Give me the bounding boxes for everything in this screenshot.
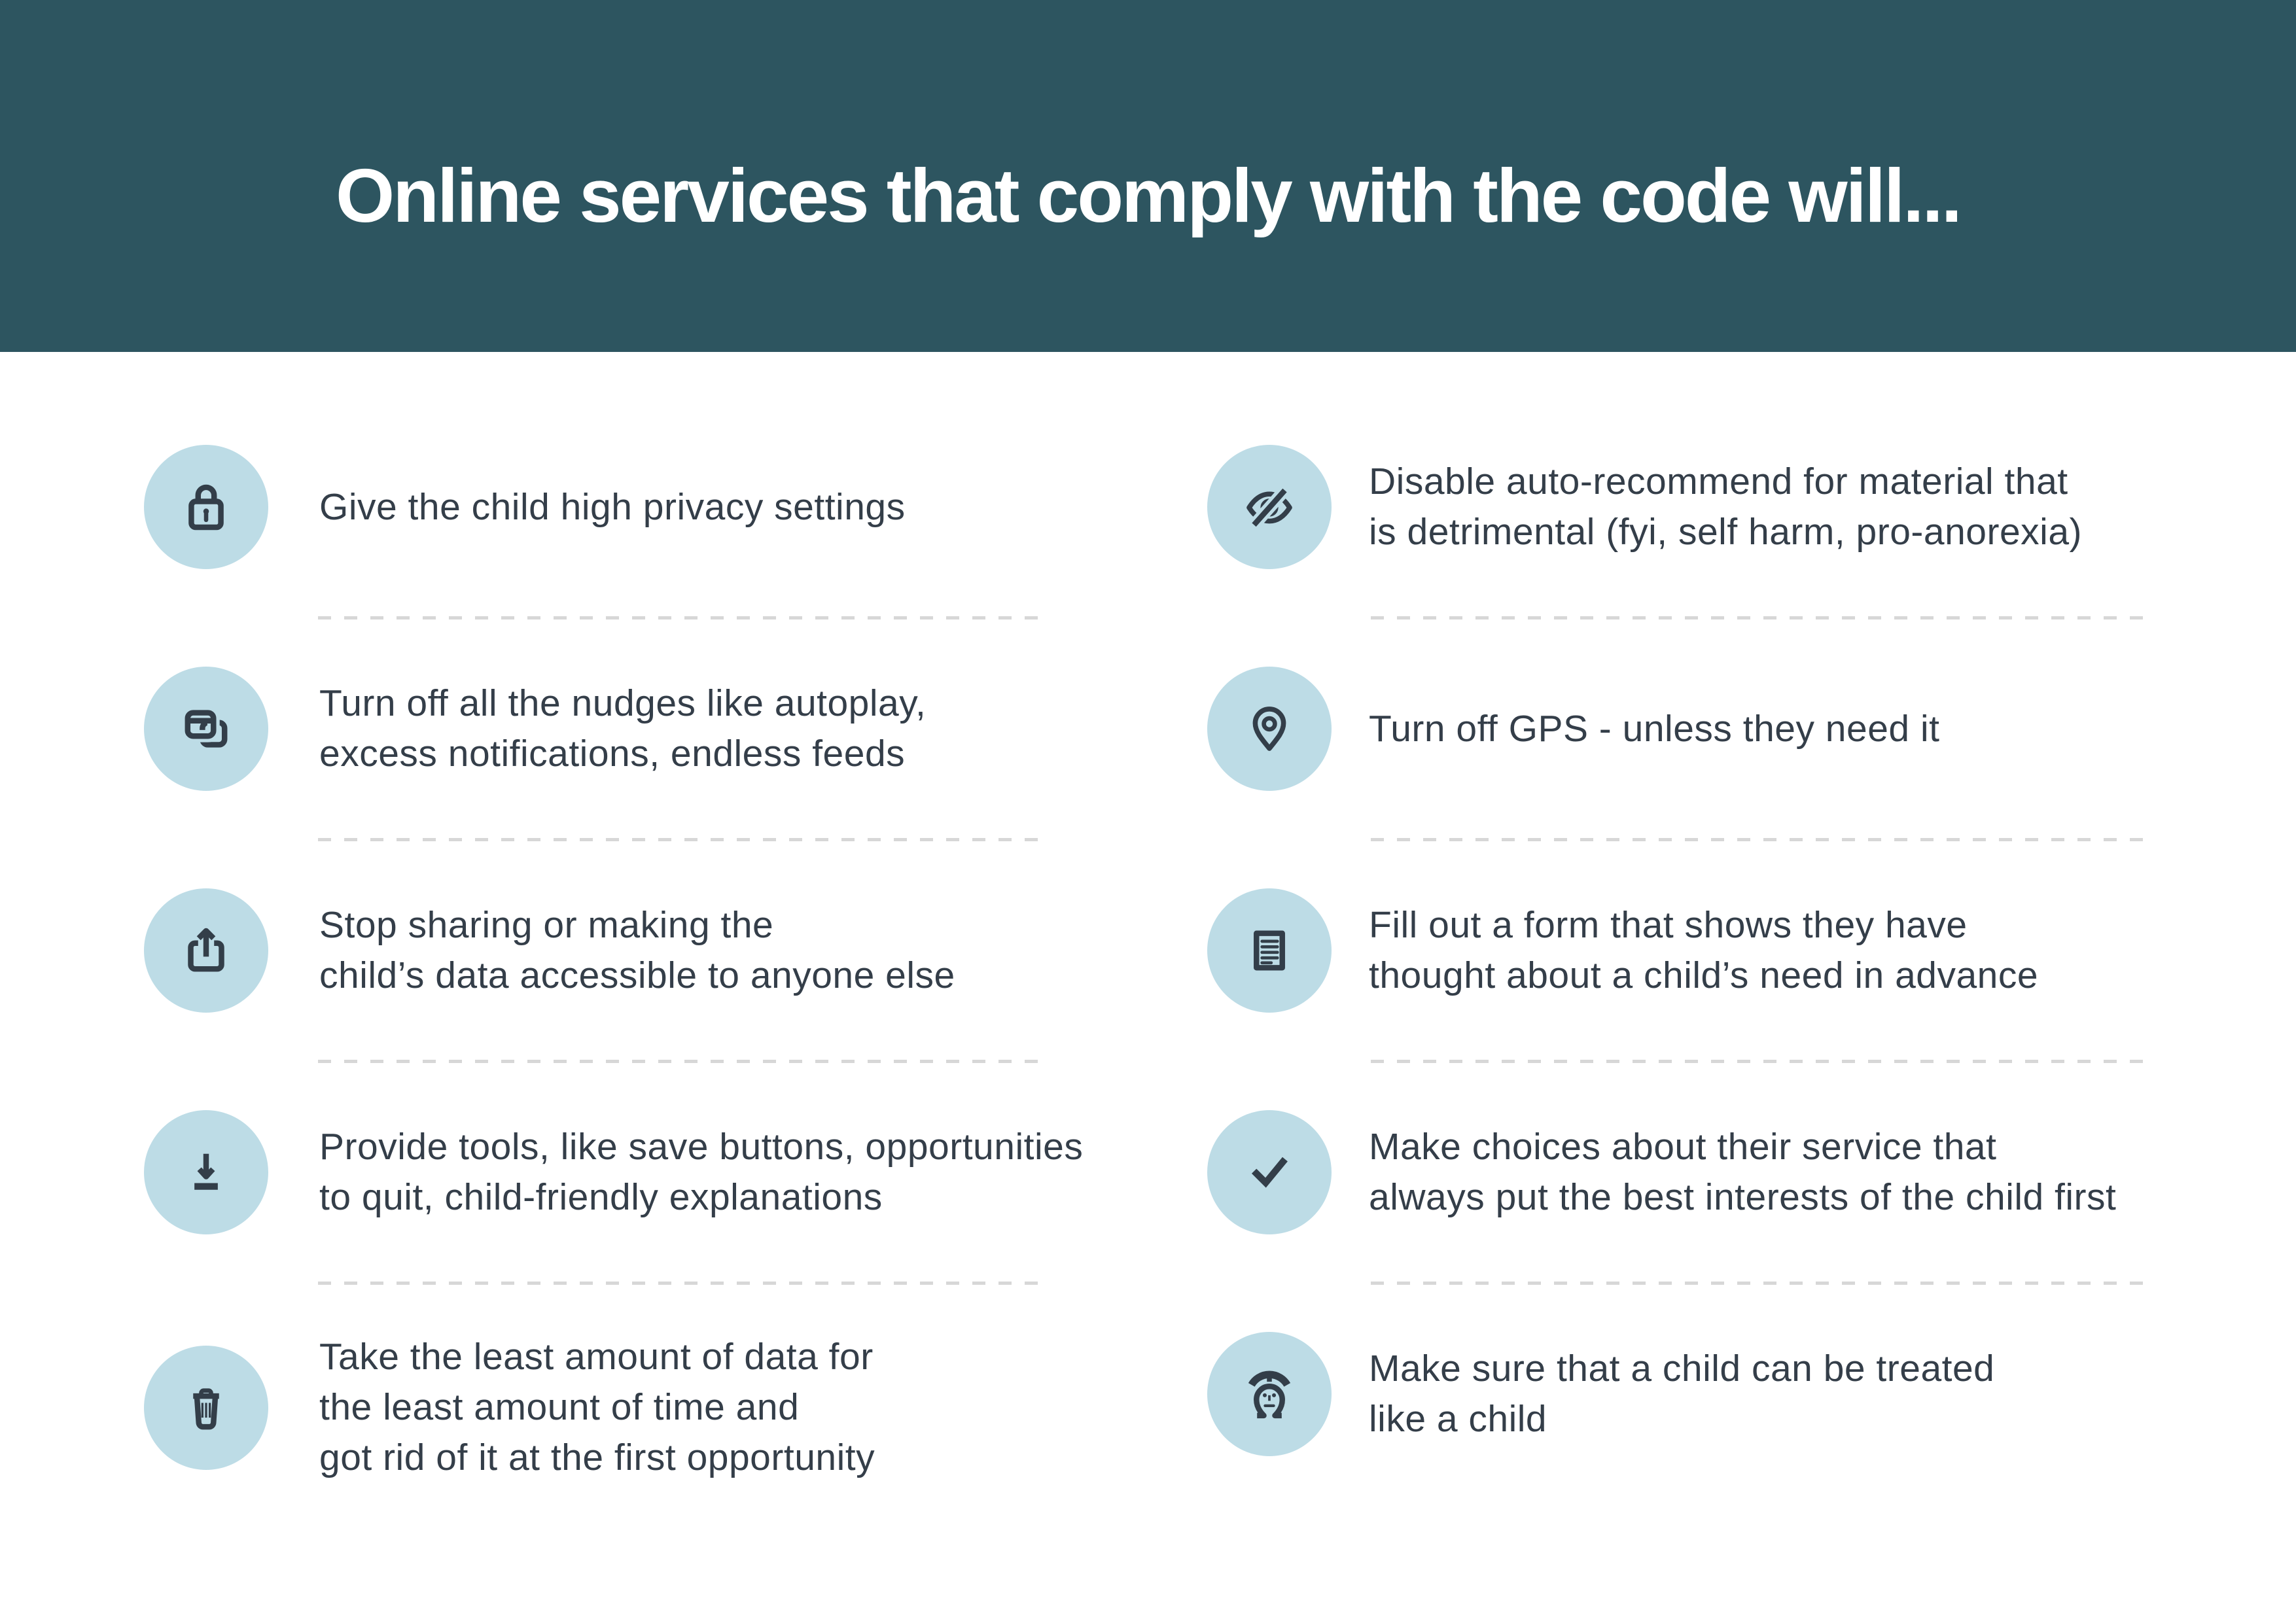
list-item: Turn off all the nudges like autoplay, e…: [144, 667, 1191, 791]
icon-circle: [144, 1110, 268, 1234]
item-text: Make sure that a child can be treated li…: [1369, 1348, 1995, 1440]
divider: [1371, 1282, 2153, 1285]
icon-circle: [1207, 1332, 1332, 1456]
header-banner: Online services that comply with the cod…: [0, 0, 2296, 352]
list-item: Stop sharing or making the child’s data …: [144, 888, 1191, 1013]
form-icon: [1254, 930, 1285, 971]
icon-circle: [1207, 888, 1332, 1013]
lock-icon: [188, 484, 224, 531]
column-left: Give the child high privacy settings Tur…: [144, 445, 1191, 1483]
item-text: Disable auto-recommend for material that…: [1369, 461, 2083, 553]
eye-slash-icon: [1246, 487, 1292, 528]
list-item: Make choices about their service that al…: [1207, 1110, 2228, 1234]
list-item: Turn off GPS - unless they need it: [1207, 667, 2228, 791]
share-icon: [188, 928, 224, 972]
divider: [318, 616, 1044, 620]
page-title: Online services that comply with the cod…: [336, 153, 1962, 238]
list-item: Disable auto-recommend for material that…: [1207, 445, 2228, 569]
list-item: Take the least amount of data for the le…: [144, 1332, 1191, 1483]
icon-circle: [144, 445, 268, 569]
item-text: Give the child high privacy settings: [319, 485, 906, 528]
icon-circle: [144, 1345, 268, 1470]
checkmark-icon: [1251, 1157, 1288, 1188]
icon-circle: [1207, 445, 1332, 569]
item-text: Take the least amount of data for the le…: [319, 1336, 875, 1478]
icon-circle: [144, 667, 268, 791]
icon-circle: [1207, 667, 1332, 791]
divider: [318, 1282, 1044, 1285]
icon-circle: [1207, 1110, 1332, 1234]
item-text: Turn off all the nudges like autoplay, e…: [319, 682, 927, 775]
item-text: Fill out a form that shows they have tho…: [1369, 904, 2039, 996]
list-item: Provide tools, like save buttons, opport…: [144, 1110, 1191, 1234]
download-icon: [194, 1153, 218, 1190]
divider: [1371, 1060, 2153, 1063]
trash-icon: [193, 1387, 219, 1429]
divider: [1371, 616, 2153, 620]
item-text: Turn off GPS - unless they need it: [1369, 707, 1940, 750]
list-item: Fill out a form that shows they have tho…: [1207, 888, 2228, 1013]
overlapping-windows-icon: [181, 707, 228, 748]
divider: [1371, 838, 2153, 841]
divider: [318, 1060, 1044, 1063]
child-face-icon: [1248, 1370, 1291, 1419]
item-text: Make choices about their service that al…: [1369, 1126, 2117, 1218]
location-pin-icon: [1252, 707, 1286, 751]
icon-circle: [144, 888, 268, 1013]
divider: [318, 838, 1044, 841]
infographic: Online services that comply with the cod…: [0, 0, 2296, 1478]
item-text: Provide tools, like save buttons, opport…: [319, 1126, 1084, 1218]
list-item: Give the child high privacy settings: [144, 445, 1191, 569]
item-text: Stop sharing or making the child’s data …: [319, 904, 955, 996]
list-item: Make sure that a child can be treated li…: [1207, 1332, 2228, 1456]
column-right: Disable auto-recommend for material that…: [1207, 445, 2228, 1456]
